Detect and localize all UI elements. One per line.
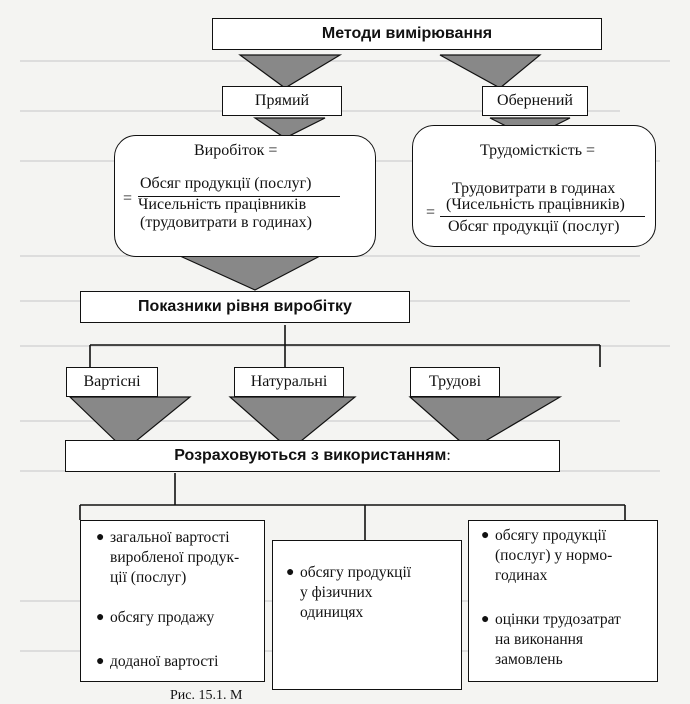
col2-item1-line1: обсягу продукції <box>300 564 412 581</box>
inverse-method-label: Обернений <box>497 92 573 109</box>
direct-formula-denominator-2: (трудовитрати в годинах) <box>140 214 312 231</box>
col1-item1-line1: загальної вартості <box>110 529 230 546</box>
col1-item3-text: доданої вартості <box>110 653 219 670</box>
bullet-icon: ● <box>96 654 105 669</box>
calc-colon: : <box>446 447 451 464</box>
bullet-icon: ● <box>96 610 105 625</box>
natural-type-box: Натуральні <box>234 367 344 397</box>
col3-item1-line2: (послуг) у нормо- <box>495 547 613 564</box>
col3-item2-line2: на виконання <box>495 631 584 648</box>
labor-type-box: Трудові <box>410 367 500 397</box>
col2-item1-line2: у фізичних <box>300 584 373 601</box>
arrow-formula-down <box>179 255 321 291</box>
direct-method-label: Прямий <box>254 92 310 109</box>
col1-panel <box>80 520 265 682</box>
bullet-icon: ● <box>481 528 490 543</box>
indicators-title: Показники рівня виробітку <box>138 298 352 315</box>
col2-item1-line3: одиницях <box>300 604 364 621</box>
inverse-formula-box <box>412 125 656 247</box>
bullet-icon: ● <box>481 612 490 627</box>
inverse-formula-denominator: Обсяг продукції (послуг) <box>448 218 620 235</box>
direct-method-box: Прямий <box>222 86 342 116</box>
indicators-box: Показники рівня виробітку <box>80 291 410 323</box>
direct-formula-numerator: Обсяг продукції (послуг) <box>140 175 312 192</box>
direct-formula-eq: = <box>123 190 133 207</box>
calc-box: Розраховуються з використанням: <box>65 440 560 472</box>
col3-item2-line3: замовлень <box>495 651 563 668</box>
col3-panel <box>468 520 658 682</box>
arrow-value-down <box>68 396 192 451</box>
arrow-direct-down <box>253 117 326 139</box>
arrow-to-inverse <box>439 54 542 89</box>
arrow-natural-down <box>228 396 357 451</box>
direct-formula-name: Виробіток = <box>194 142 278 159</box>
col1-item2-text: обсягу продажу <box>110 609 215 626</box>
col3-item1: ● обсягу продукції (послуг) у нормо- год… <box>481 526 613 586</box>
bullet-icon: ● <box>286 565 295 580</box>
arrow-to-direct <box>238 54 343 89</box>
value-type-label: Вартісні <box>83 373 141 390</box>
figure-caption: Рис. 15.1. М <box>170 688 243 703</box>
col1-item1: ● загальної вартості виробленої продук- … <box>96 528 240 588</box>
value-type-box: Вартісні <box>66 367 158 397</box>
inverse-formula-numerator-1: Трудовитрати в годинах <box>452 180 616 197</box>
inverse-fraction-line <box>440 216 645 218</box>
col1-item3: ● доданої вартості <box>96 652 219 672</box>
methods-title: Методи вимірювання <box>321 25 493 42</box>
col3-item1-line3: годинах <box>495 567 548 584</box>
direct-fraction-line <box>138 196 340 198</box>
methods-title-box: Методи вимірювання <box>212 18 602 50</box>
col2-item1: ● обсягу продукції у фізичних одиницях <box>286 563 412 623</box>
inverse-formula-name: Трудомісткість = <box>480 142 596 159</box>
arrow-labor-down <box>408 396 563 451</box>
col1-item1-line3: ції (послуг) <box>110 569 187 586</box>
col3-item2-line1: оцінки трудозатрат <box>495 611 621 628</box>
col1-item2: ● обсягу продажу <box>96 608 215 628</box>
inverse-method-box: Обернений <box>482 86 588 116</box>
col2-panel <box>272 540 462 690</box>
calc-title: Розраховуються з використанням <box>174 447 447 464</box>
inverse-formula-numerator-2: (Чисельність працівників) <box>446 196 625 213</box>
natural-type-label: Натуральні <box>250 373 328 390</box>
labor-type-label: Трудові <box>428 373 482 390</box>
inverse-formula-eq: = <box>426 204 436 221</box>
bullet-icon: ● <box>96 530 105 545</box>
col3-item2: ● оцінки трудозатрат на виконання замовл… <box>481 610 621 670</box>
col1-item1-line2: виробленої продук- <box>110 549 240 566</box>
col3-item1-line1: обсягу продукції <box>495 527 607 544</box>
direct-formula-denominator-1: Чисельність працівників <box>138 196 307 213</box>
